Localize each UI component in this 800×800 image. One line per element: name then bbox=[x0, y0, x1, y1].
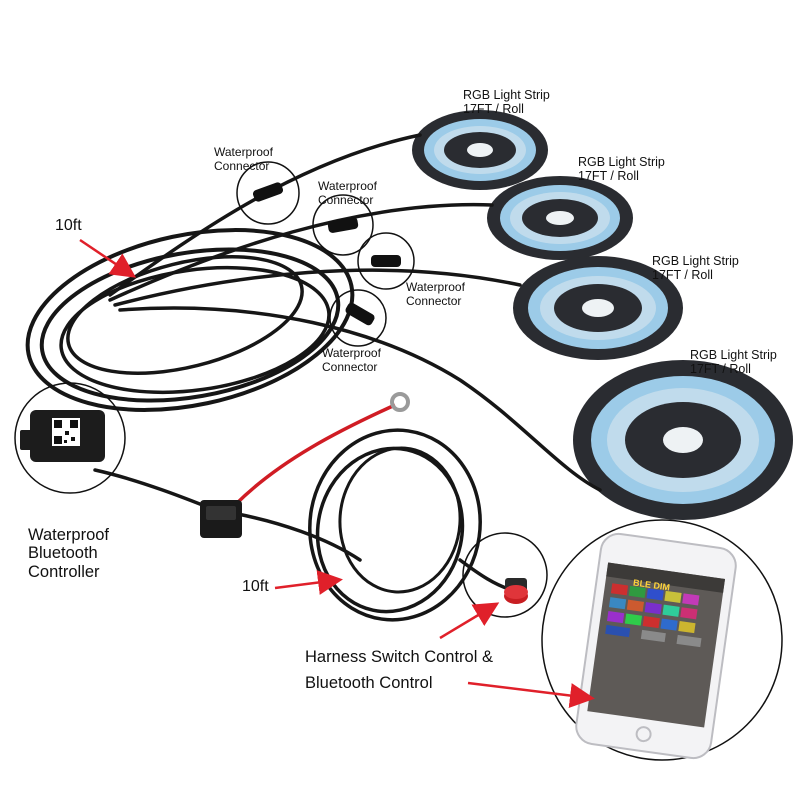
controller-line1: Waterproof bbox=[28, 526, 110, 544]
connector-line1: Waterproof bbox=[318, 179, 377, 193]
connector-4 bbox=[329, 289, 387, 347]
connector-line2: Connector bbox=[214, 158, 270, 173]
controller-line3: Controller bbox=[28, 562, 100, 581]
phone-app bbox=[541, 519, 783, 761]
push-switch bbox=[462, 532, 548, 618]
connector-label-2: Waterproof Connector bbox=[318, 179, 377, 208]
harness-line1: Harness Switch Control & bbox=[305, 648, 493, 666]
harness-label: Harness Switch Control & Bluetooth Contr… bbox=[305, 645, 493, 696]
connector-line1: Waterproof bbox=[406, 280, 465, 294]
bluetooth-controller bbox=[14, 382, 126, 494]
strip-label-3: RGB Light Strip 17FT / Roll bbox=[652, 254, 739, 283]
connector-line2: Connector bbox=[318, 192, 374, 207]
cables bbox=[25, 133, 602, 622]
connector-label-1: Waterproof Connector bbox=[214, 145, 273, 174]
led-reel-2 bbox=[487, 176, 633, 260]
connector-1 bbox=[236, 161, 300, 225]
strip-name: RGB Light Strip bbox=[652, 254, 739, 268]
controller-label: Waterproof Bluetooth Controller bbox=[28, 526, 109, 581]
strip-length: 17FT / Roll bbox=[463, 102, 524, 117]
qr-code bbox=[52, 418, 80, 446]
connector-line2: Connector bbox=[322, 359, 378, 374]
strip-label-2: RGB Light Strip 17FT / Roll bbox=[578, 155, 665, 184]
red-power-wire bbox=[233, 403, 396, 507]
connector-2 bbox=[312, 194, 374, 256]
strip-name: RGB Light Strip bbox=[463, 88, 550, 102]
strip-length: 17FT / Roll bbox=[578, 169, 639, 184]
arrows bbox=[79, 238, 595, 708]
fuse-holder bbox=[200, 500, 242, 538]
strip-name: RGB Light Strip bbox=[690, 348, 777, 362]
controller-line2: Bluetooth bbox=[28, 544, 98, 563]
cable-length-label-main: 10ft bbox=[55, 217, 82, 234]
connector-label-4: Waterproof Connector bbox=[322, 346, 381, 375]
led-reel-4 bbox=[573, 360, 793, 520]
connector-line1: Waterproof bbox=[322, 346, 381, 360]
cable-length-label-harness: 10ft bbox=[242, 578, 269, 595]
connector-line1: Waterproof bbox=[214, 145, 273, 159]
connector-label-3: Waterproof Connector bbox=[406, 280, 465, 309]
harness-line2: Bluetooth Control bbox=[305, 673, 433, 692]
strip-length: 17FT / Roll bbox=[652, 268, 713, 283]
led-reel-3 bbox=[513, 256, 683, 360]
connector-3 bbox=[357, 232, 415, 290]
strip-label-1: RGB Light Strip 17FT / Roll bbox=[463, 88, 550, 117]
connector-line2: Connector bbox=[406, 293, 462, 308]
ring-terminal bbox=[390, 392, 410, 412]
strip-name: RGB Light Strip bbox=[578, 155, 665, 169]
strip-label-4: RGB Light Strip 17FT / Roll bbox=[690, 348, 777, 377]
led-reel-1 bbox=[412, 110, 548, 190]
strip-length: 17FT / Roll bbox=[690, 362, 751, 377]
